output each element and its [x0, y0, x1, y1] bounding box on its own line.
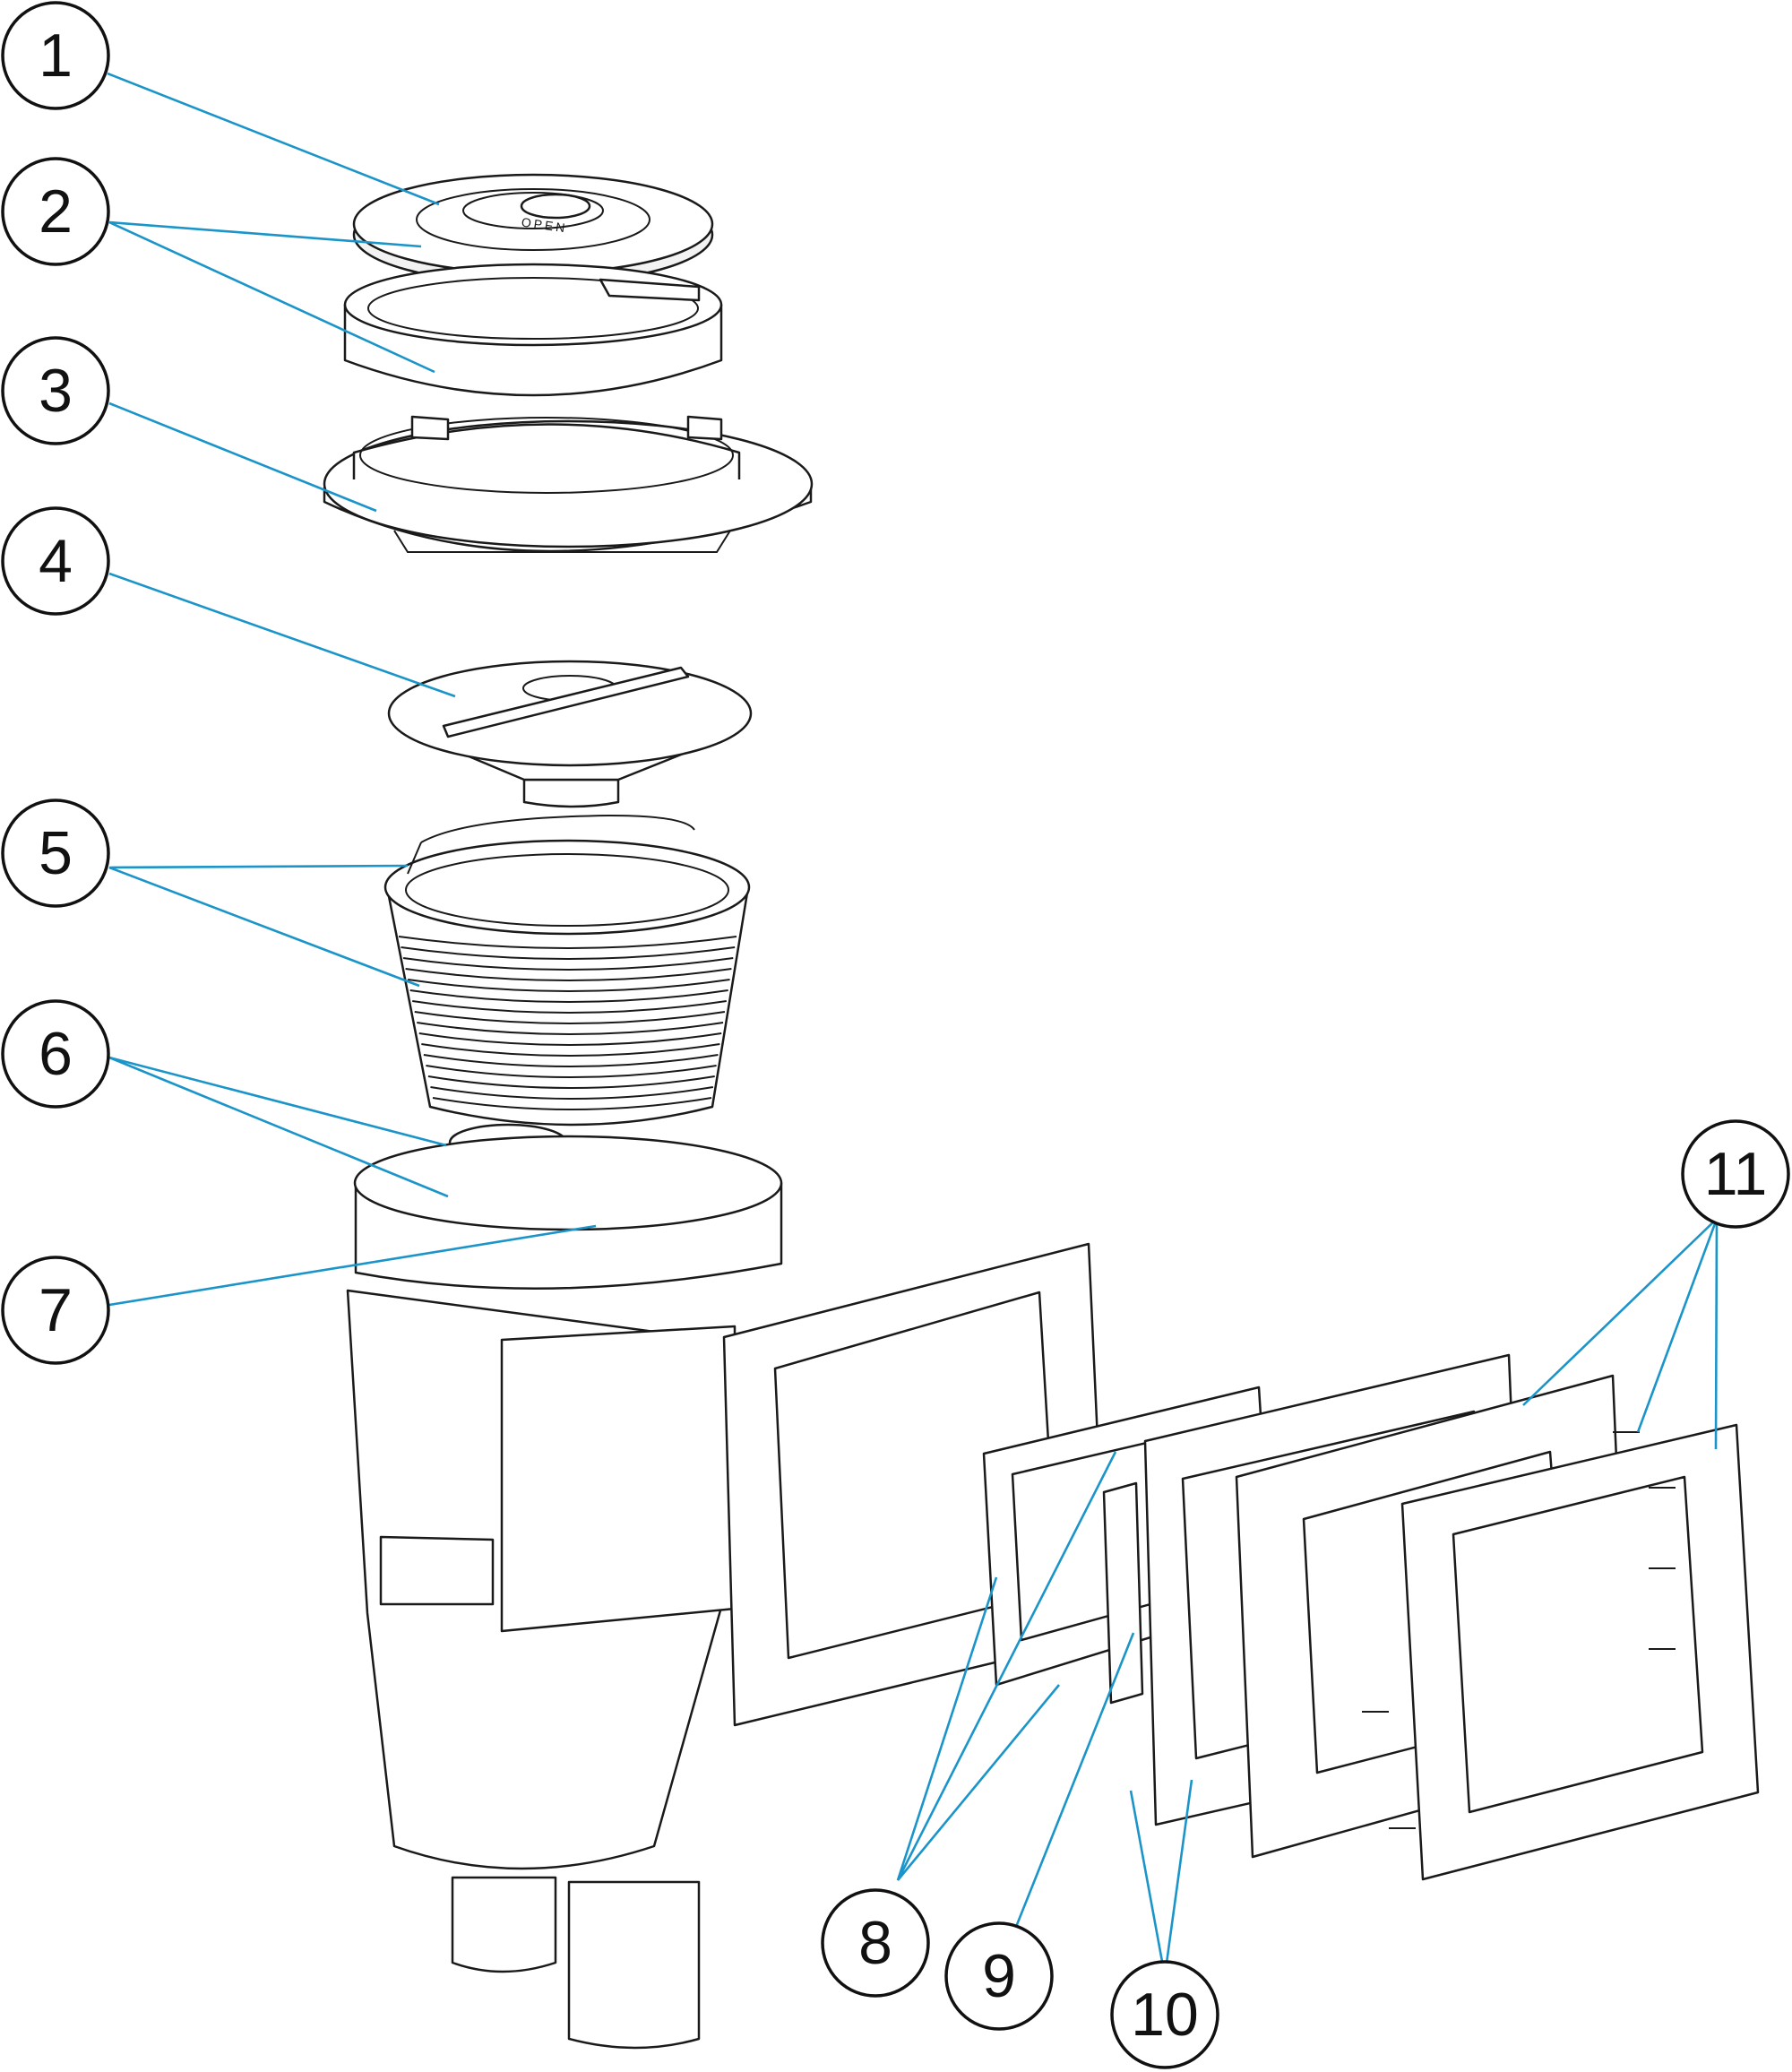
basket-rib [414, 1011, 726, 1024]
callout-6: 6 [1, 999, 110, 1109]
basket-rib [417, 1022, 724, 1035]
basket-rib [421, 1043, 720, 1057]
callout-5: 5 [1, 799, 110, 908]
leader-1 [107, 72, 440, 206]
callout-11: 11 [1681, 1119, 1790, 1229]
screws [1362, 1431, 1676, 1829]
leader-2b [108, 220, 435, 374]
lid-open-marking: OPEN [521, 215, 568, 236]
callout-10: 10 [1110, 1960, 1219, 2069]
callout-9: 9 [944, 1921, 1054, 2031]
leader-2a [108, 220, 422, 248]
basket-rib [423, 1054, 719, 1067]
callout-9-label: 9 [982, 1942, 1016, 2010]
callout-4-label: 4 [39, 527, 73, 595]
leader-3 [108, 401, 377, 513]
leader-8b [896, 1451, 1117, 1881]
leader-11b [1636, 1218, 1719, 1433]
basket-rib [402, 957, 734, 971]
basket-rib [401, 946, 736, 960]
basket-rib [405, 968, 732, 981]
basket-rib [427, 1075, 715, 1089]
callout-2-label: 2 [39, 177, 73, 246]
strainer-basket [383, 814, 751, 1127]
skimmer-lid: OPEN [352, 173, 714, 286]
leader-9 [1011, 1632, 1135, 1937]
callout-5-label: 5 [39, 819, 73, 887]
trim-frame [1400, 1423, 1760, 1881]
callout-2: 2 [1, 157, 110, 266]
callout-7: 7 [1, 1256, 110, 1365]
leader-7 [108, 1224, 597, 1307]
leader-4 [108, 572, 456, 698]
leader-5b [108, 866, 420, 988]
callout-11-label: 11 [1704, 1140, 1768, 1208]
leader-10a [1129, 1790, 1167, 1977]
callout-4: 4 [1, 506, 110, 616]
weir-cone [387, 660, 753, 808]
skimmer-throat [722, 1242, 1108, 1727]
leader-11c [1714, 1218, 1719, 1450]
callout-3-label: 3 [39, 357, 73, 425]
basket-rib [409, 989, 728, 1003]
leader-6a [108, 1056, 447, 1147]
weir-flap [1102, 1481, 1144, 1705]
leader-8a [896, 1576, 998, 1881]
skimmer-body [346, 1135, 783, 2050]
callout-8: 8 [821, 1888, 930, 1998]
callout-1: 1 [1, 1, 110, 110]
basket-rib [412, 1000, 727, 1014]
leader-10b [1163, 1779, 1193, 1977]
leader-5a [108, 864, 409, 869]
leader-8c [896, 1684, 1061, 1881]
basket-rib [398, 936, 737, 949]
basket-rib [432, 1097, 712, 1110]
adapter-ring [323, 415, 814, 553]
basket-rib [426, 1065, 717, 1078]
skimmer-collar [343, 263, 723, 397]
basket-rib [418, 1032, 722, 1046]
callout-8-label: 8 [858, 1909, 892, 1977]
leader-6b [108, 1056, 449, 1198]
leader-11a [1522, 1218, 1718, 1406]
callout-6-label: 6 [39, 1020, 73, 1088]
basket-rib [430, 1086, 714, 1100]
callout-10-label: 10 [1131, 1981, 1199, 2049]
callout-1-label: 1 [39, 22, 73, 90]
callout-7-label: 7 [39, 1276, 73, 1344]
basket-rib [407, 979, 730, 992]
callout-3: 3 [1, 336, 110, 445]
leader-lines [107, 72, 1719, 1977]
